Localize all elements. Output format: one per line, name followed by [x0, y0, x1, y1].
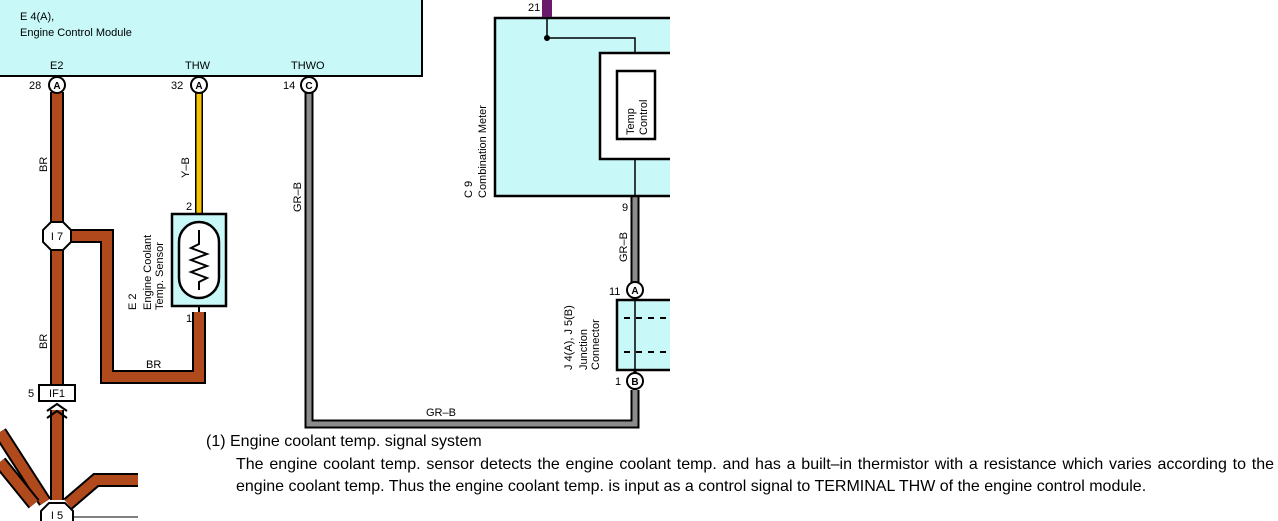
wire-label-grb-bottom: GR–B	[426, 407, 456, 419]
description-title: (1) Engine coolant temp. signal system	[206, 433, 482, 450]
ecm-box	[0, 0, 423, 77]
wire-label-br-top: BR	[38, 157, 50, 172]
thermistor-icon	[188, 230, 210, 290]
svg-text:Engine Coolant: Engine Coolant	[142, 235, 154, 310]
br-wire-sensor	[70, 229, 206, 384]
svg-text:11: 11	[609, 286, 620, 298]
engine-control-module: E 4(A), Engine Control Module E2 THW THW…	[0, 0, 423, 77]
svg-text:Temp: Temp	[625, 108, 637, 135]
wire-label-br-bottom: BR	[146, 359, 161, 371]
ecm-ref: E 4(A),	[20, 11, 54, 23]
svg-text:B: B	[631, 377, 638, 388]
svg-text:32: 32	[171, 80, 183, 92]
description-body: The engine coolant temp. sensor detects …	[236, 456, 1274, 495]
terminal-thw-label: THW	[185, 60, 211, 72]
wire-label-grb-right: GR–B	[618, 232, 630, 262]
svg-text:2: 2	[186, 201, 192, 213]
wire-label-grb-left: GR–B	[292, 182, 304, 212]
svg-text:E 2: E 2	[127, 293, 139, 310]
svg-text:9: 9	[622, 202, 628, 214]
wire-label-yb: Y–B	[180, 157, 192, 178]
svg-text:Junction: Junction	[578, 329, 590, 370]
svg-text:21: 21	[528, 2, 540, 14]
ecm-pin-14: 14 C	[283, 76, 318, 94]
right-crop	[670, 0, 1278, 430]
ecm-pin-28: 28 A	[29, 76, 66, 94]
svg-text:I 7: I 7	[51, 231, 63, 243]
meter-wire-purple	[542, 0, 552, 17]
connector-arrow-icon	[46, 402, 68, 412]
ecm-name: Engine Control Module	[20, 27, 132, 39]
svg-text:C: C	[305, 81, 312, 92]
svg-text:1: 1	[186, 313, 192, 325]
junction-i5: I 5	[40, 502, 74, 521]
terminal-thwo-label: THWO	[291, 60, 325, 72]
svg-text:C 9: C 9	[463, 181, 475, 198]
description-block: (1) Engine coolant temp. signal system T…	[206, 432, 1274, 498]
svg-text:I 5: I 5	[51, 510, 63, 521]
svg-text:14: 14	[283, 80, 295, 92]
wire-label-br-mid: BR	[38, 334, 50, 349]
terminal-e2-label: E2	[50, 60, 63, 72]
svg-text:1: 1	[615, 376, 621, 388]
svg-text:J 4(A), J 5(B): J 4(A), J 5(B)	[563, 305, 575, 370]
junction-i7: I 7	[42, 221, 72, 251]
svg-text:5: 5	[28, 388, 34, 400]
ecm-pin-32: 32 A	[171, 76, 208, 94]
svg-text:Combination Meter: Combination Meter	[477, 105, 489, 198]
connector-if1: 5 IF1	[28, 384, 76, 419]
svg-text:A: A	[53, 81, 60, 92]
svg-text:A: A	[631, 286, 638, 297]
svg-text:A: A	[195, 81, 202, 92]
br-wire-branches	[0, 428, 138, 510]
grb-wire	[304, 93, 640, 429]
svg-text:Connector: Connector	[590, 319, 602, 370]
svg-text:IF1: IF1	[49, 388, 65, 400]
svg-text:Temp. Sensor: Temp. Sensor	[154, 242, 166, 310]
coolant-temp-sensor: 2 1 E 2 Engine Coolant Temp. Sensor	[127, 201, 228, 325]
svg-text:28: 28	[29, 80, 41, 92]
svg-text:Control: Control	[638, 100, 650, 135]
